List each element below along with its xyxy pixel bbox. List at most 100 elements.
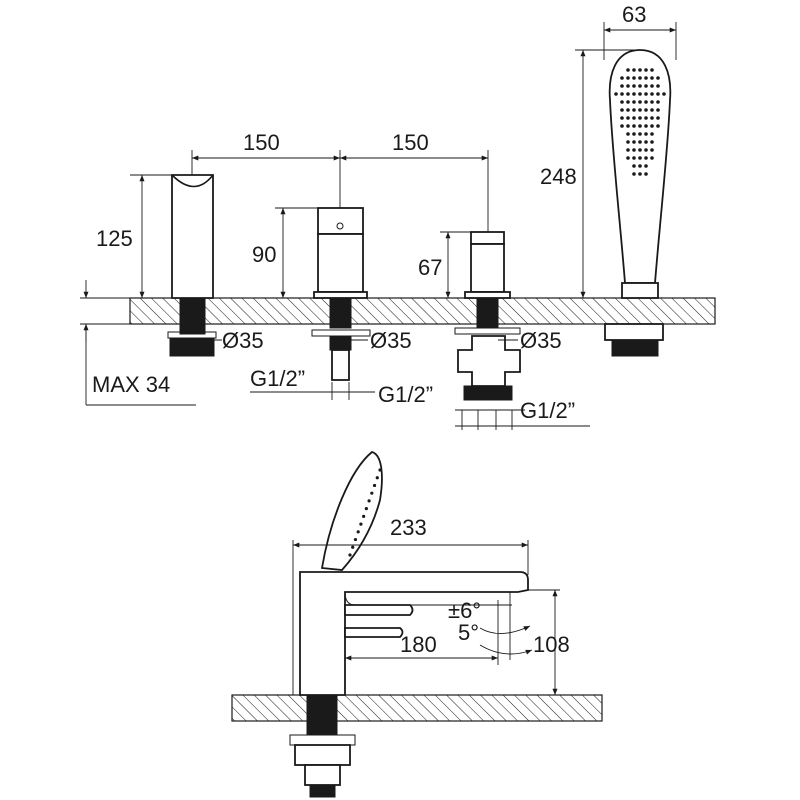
nozzle-dot — [626, 132, 630, 136]
deck-section — [129, 297, 716, 325]
nozzle-dot — [626, 116, 630, 120]
nozzle-dot — [620, 108, 624, 112]
nozzle-dot — [638, 76, 642, 80]
nozzle-dot — [644, 148, 648, 152]
nozzle-dot — [632, 156, 636, 160]
nozzle-dot — [650, 108, 654, 112]
dim-angle-tilt: 5° — [458, 620, 479, 645]
nozzle-dot — [632, 124, 636, 128]
nozzle-dot — [644, 172, 648, 176]
nozzle-dot — [650, 116, 654, 120]
dim-handshower-width: 63 — [622, 2, 646, 27]
nozzle-dot — [644, 124, 648, 128]
nozzle-dot — [650, 84, 654, 88]
nozzle-dot — [638, 124, 642, 128]
nozzle-dot — [638, 116, 642, 120]
nozzle-dot — [644, 100, 648, 104]
dim-handshower-height: 248 — [540, 164, 577, 189]
nozzle-dot — [638, 156, 642, 160]
side-spray-nozzles — [348, 468, 382, 557]
nozzle-dot — [662, 92, 666, 96]
side-nozzle-dot — [359, 522, 363, 526]
nozzle-dot — [626, 140, 630, 144]
nozzle-dot — [638, 100, 642, 104]
nozzle-dot — [620, 84, 624, 88]
spout-body — [167, 174, 217, 357]
dimension-lines-top — [80, 22, 677, 430]
nozzle-dot — [632, 148, 636, 152]
nozzle-dot — [650, 100, 654, 104]
nozzle-dot — [632, 84, 636, 88]
nozzle-dot — [638, 172, 642, 176]
nozzle-dot — [650, 156, 654, 160]
nozzle-dot — [656, 100, 660, 104]
nozzle-dot — [620, 124, 624, 128]
dim-spout-height: 125 — [96, 226, 133, 251]
nozzle-dot — [626, 100, 630, 104]
dim-valve-height: 90 — [252, 242, 276, 267]
nozzle-dot — [644, 140, 648, 144]
nozzle-dot — [656, 108, 660, 112]
dim-side-spout-reach: 180 — [400, 632, 437, 657]
nozzle-dot — [626, 156, 630, 160]
side-nozzle-dot — [372, 483, 377, 488]
nozzle-dot — [620, 116, 624, 120]
dim-thread-valve: G1/2” — [250, 366, 305, 391]
side-nozzle-dot — [356, 530, 360, 534]
nozzle-dot — [644, 156, 648, 160]
nozzle-dot — [632, 116, 636, 120]
dim-thread-diverter-left: G1/2” — [378, 382, 433, 407]
nozzle-dot — [638, 148, 642, 152]
dim-diameter-diverter: Ø35 — [520, 328, 562, 353]
nozzle-dot — [632, 132, 636, 136]
diverter-valve — [454, 231, 521, 401]
dim-diameter-valve: Ø35 — [370, 328, 412, 353]
dim-max-thickness: MAX 34 — [92, 372, 170, 397]
nozzle-dot — [638, 108, 642, 112]
nozzle-dot — [626, 92, 630, 96]
nozzle-dot — [632, 140, 636, 144]
nozzle-dot — [656, 84, 660, 88]
side-handshower — [320, 450, 383, 571]
nozzle-dot — [632, 68, 636, 72]
nozzle-dot — [644, 132, 648, 136]
side-deck-section — [231, 694, 603, 722]
nozzle-dot — [644, 92, 648, 96]
nozzle-dot — [644, 108, 648, 112]
handshower — [604, 49, 672, 357]
dim-spacing-left: 150 — [243, 130, 280, 155]
nozzle-dot — [650, 92, 654, 96]
side-nozzle-dot — [375, 476, 379, 480]
nozzle-dot — [626, 108, 630, 112]
front-view: 63 150 150 125 90 67 248 Ø35 Ø35 Ø35 MAX… — [80, 2, 716, 430]
nozzle-dot — [650, 148, 654, 152]
nozzle-dot — [620, 76, 624, 80]
nozzle-dot — [632, 164, 636, 168]
nozzle-dot — [638, 68, 642, 72]
nozzle-dot — [638, 140, 642, 144]
side-nozzle-dot — [362, 514, 366, 518]
dim-side-height: 108 — [533, 632, 570, 657]
nozzle-dot — [644, 116, 648, 120]
nozzle-dot — [656, 76, 660, 80]
nozzle-dot — [632, 100, 636, 104]
side-view: 233 180 108 ±6° 5° — [231, 450, 603, 798]
nozzle-dot — [638, 92, 642, 96]
nozzle-dot — [626, 124, 630, 128]
dim-thread-diverter-right: G1/2” — [520, 398, 575, 423]
side-nozzle-dot — [348, 553, 352, 557]
nozzle-dot — [650, 124, 654, 128]
nozzle-dot — [650, 68, 654, 72]
side-nozzle-dot — [370, 491, 374, 495]
dim-side-total-reach: 233 — [390, 515, 427, 540]
nozzle-dot — [650, 140, 654, 144]
spray-nozzles — [614, 68, 666, 176]
dim-diverter-height: 67 — [418, 255, 442, 280]
nozzle-dot — [626, 76, 630, 80]
mixer-valve — [311, 207, 371, 381]
nozzle-dot — [638, 84, 642, 88]
side-nozzle-dot — [367, 499, 371, 503]
nozzle-dot — [626, 148, 630, 152]
